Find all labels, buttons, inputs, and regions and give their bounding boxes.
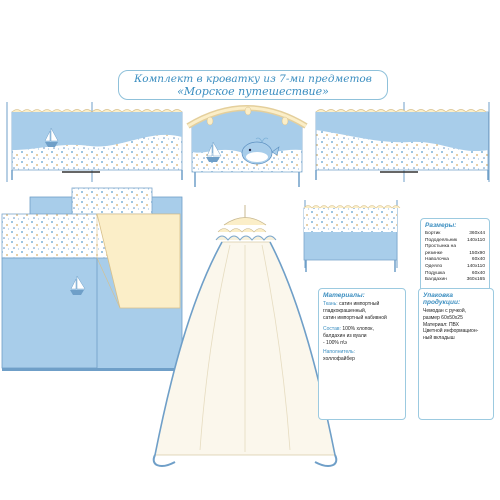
- sailboat-appliqué-1: [44, 127, 59, 147]
- packaging-line: ный вкладыш: [423, 335, 455, 342]
- filler-line: холлофайбер: [323, 355, 355, 362]
- size-row: Бортик 360х44: [425, 231, 485, 238]
- size-item-name: Одеяло: [425, 263, 443, 269]
- size-item-value: 140х110: [466, 263, 485, 269]
- composition-line: 100% хлопок,: [342, 326, 374, 333]
- packaging-line: Цветной информацион-: [423, 328, 479, 335]
- whale-appliqué: [241, 137, 280, 165]
- size-item-value: 60х40: [471, 270, 485, 276]
- title-banner: Комплект в кроватку из 7-ми предметов «М…: [118, 70, 388, 100]
- packaging-panel: Упаковка продукции: Чемодан с ручкой, ра…: [418, 288, 494, 420]
- size-row: Пододеяльник 140х110: [425, 238, 485, 245]
- size-item-value: 360х165: [466, 277, 485, 283]
- bumper-middle: [186, 105, 308, 187]
- size-row: Наволочка 60х40: [425, 257, 485, 264]
- fabric-line: сатин импортный набивной: [323, 314, 387, 321]
- bumper-right: [315, 102, 490, 182]
- packaging-line: размер 60х50х25: [423, 314, 463, 321]
- fabric-label: Ткань:: [323, 301, 338, 307]
- size-row: Подушка 60х40: [425, 271, 485, 278]
- size-item-name: Балдахин: [425, 277, 447, 283]
- size-item-value: 360х44: [469, 231, 485, 236]
- size-row: Простынка на: [425, 244, 485, 251]
- filler-label: Наполнитель:: [323, 348, 356, 355]
- size-item-name: Наволочка: [425, 257, 449, 263]
- sailboat-appliqué-3: [70, 275, 86, 295]
- bumper-left: [6, 102, 183, 182]
- size-row: Одеяло 140х110: [425, 264, 485, 271]
- sizes-heading: Размеры:: [425, 222, 457, 229]
- packaging-heading: Упаковка продукции:: [423, 292, 461, 306]
- packaging-text: Чемодан с ручкой, размер 60х50х25 Матери…: [423, 308, 489, 342]
- size-item-value: 60х40: [471, 257, 485, 263]
- size-item-name: Пододеяльник: [425, 237, 458, 243]
- size-item-name: Простынка на: [425, 244, 456, 250]
- size-row: резинке 150х90: [425, 251, 485, 258]
- bumper-small: [303, 200, 401, 272]
- size-item-name: Подушка: [425, 270, 445, 276]
- canopy: [152, 205, 338, 467]
- size-row: Балдахин 360х165: [425, 277, 485, 284]
- fabric-line: сатин импортный: [339, 301, 380, 307]
- materials-fabric: Ткань: сатин импортный гладкокрашенный, …: [323, 301, 401, 321]
- composition-label: Состав:: [323, 326, 341, 333]
- materials-filler: Наполнитель: холлофайбер: [323, 349, 401, 363]
- title-line-2: «Морское путешествие»: [177, 85, 329, 98]
- materials-heading: Материалы:: [323, 292, 365, 299]
- composition-line: - 100% п\э: [323, 339, 347, 346]
- fabric-line: гладкокрашенный,: [323, 307, 367, 314]
- sailboat-appliqué-2: [206, 141, 222, 162]
- title-line-1: Комплект в кроватку из 7-ми предметов: [134, 73, 372, 85]
- packaging-line: Чемодан с ручкой,: [423, 308, 466, 314]
- size-item-value: 150х90: [469, 250, 485, 256]
- materials-composition: Состав: 100% хлопок, балдахин из вуали -…: [323, 326, 401, 346]
- materials-panel: Материалы: Ткань: сатин импортный гладко…: [318, 288, 406, 420]
- size-item-name: Бортик: [425, 231, 441, 236]
- composition-line: балдахин из вуали: [323, 333, 367, 340]
- size-item-name: резинке: [425, 250, 443, 256]
- packaging-line: Материал: ПВХ: [423, 321, 460, 328]
- duvet-and-pillow: [1, 187, 183, 371]
- size-item-value: 140х110: [466, 237, 485, 243]
